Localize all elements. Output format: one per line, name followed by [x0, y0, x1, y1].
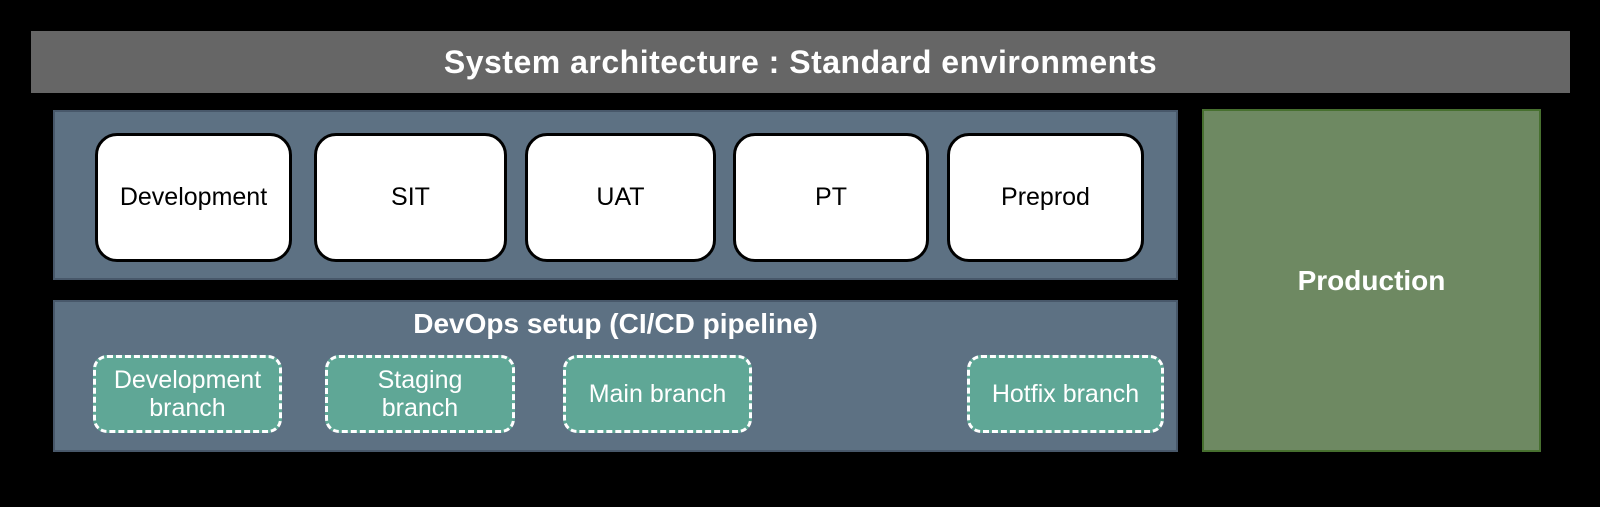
devops-panel-title: DevOps setup (CI/CD pipeline)	[413, 308, 818, 339]
branch-label-development: Development branch	[113, 365, 262, 423]
env-label-development: Development	[119, 183, 268, 211]
diagram-title: System architecture : Standard environme…	[443, 43, 1158, 80]
env-label-preprod: Preprod	[1001, 183, 1090, 211]
env-box-pt: PT	[733, 133, 929, 262]
branch-box-hotfix: Hotfix branch	[967, 355, 1164, 433]
env-label-pt: PT	[815, 183, 847, 211]
environments-panel: Development SIT UAT PT Preprod	[53, 110, 1178, 280]
branch-label-main: Main branch	[588, 379, 727, 408]
env-box-development: Development	[95, 133, 292, 262]
env-label-sit: SIT	[391, 183, 430, 211]
env-box-sit: SIT	[314, 133, 507, 262]
branch-box-staging: Staging branch	[325, 355, 515, 433]
env-box-preprod: Preprod	[947, 133, 1144, 262]
diagram-title-bar: System architecture : Standard environme…	[31, 31, 1570, 93]
branch-label-hotfix: Hotfix branch	[991, 379, 1140, 408]
branch-box-development: Development branch	[93, 355, 282, 433]
branch-label-staging: Staging branch	[377, 365, 463, 423]
devops-panel: DevOps setup (CI/CD pipeline) Developmen…	[53, 300, 1178, 452]
production-box: Production	[1202, 109, 1541, 452]
branch-box-main: Main branch	[563, 355, 752, 433]
env-box-uat: UAT	[525, 133, 716, 262]
production-label: Production	[1297, 264, 1446, 296]
env-label-uat: UAT	[596, 183, 645, 211]
